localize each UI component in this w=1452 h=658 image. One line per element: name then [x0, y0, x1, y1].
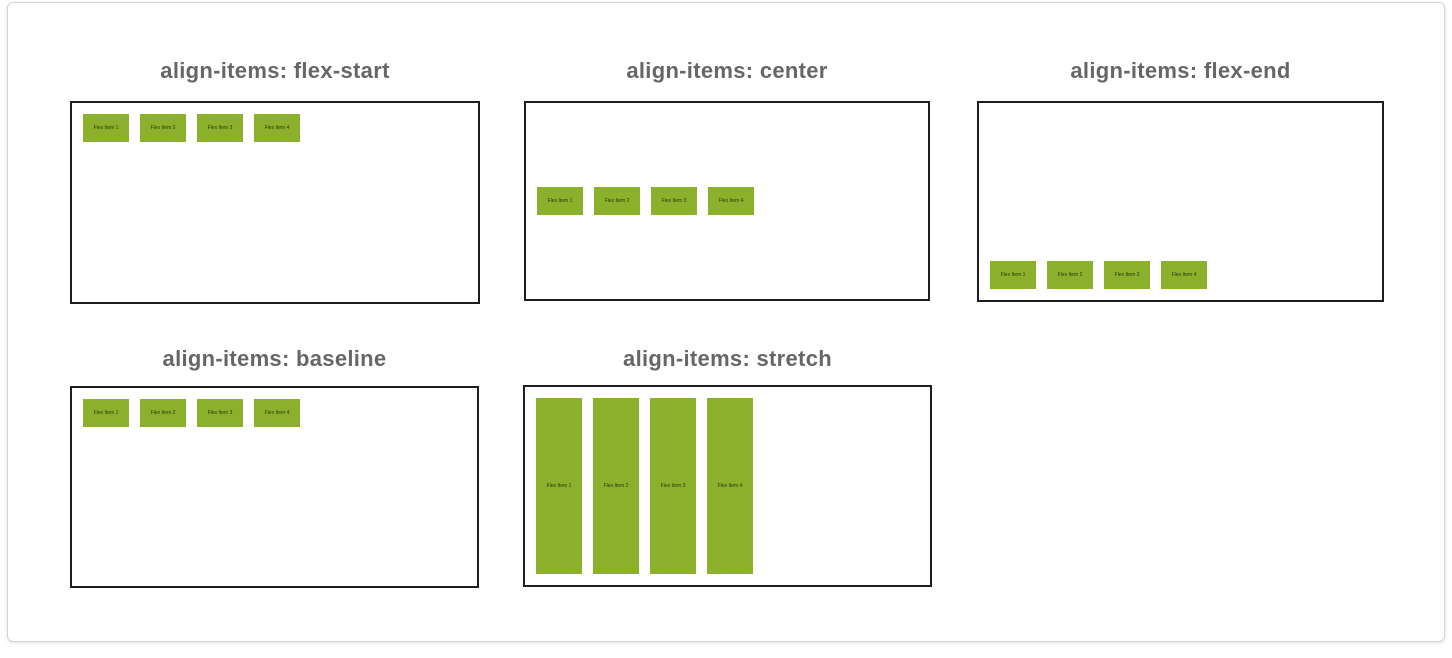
flex-item: Flex Item 1: [83, 114, 129, 142]
flex-item: Flex Item 1: [537, 187, 583, 215]
panel-title-stretch: align-items: stretch: [623, 346, 832, 371]
flex-item: Flex Item 2: [594, 187, 640, 215]
demo-box-flex-start: Flex Item 1 Flex Item 2 Flex Item 3 Flex…: [70, 101, 480, 304]
flex-item: Flex Item 3: [197, 399, 243, 427]
flex-item: Flex Item 2: [140, 114, 186, 142]
flex-item: Flex Item 4: [1161, 261, 1207, 289]
flex-item: Flex Item 4: [708, 187, 754, 215]
flex-item: Flex Item 2: [140, 399, 186, 427]
flex-item: Flex Item 3: [651, 187, 697, 215]
flex-item: Flex Item 3: [1104, 261, 1150, 289]
panel-title-baseline: align-items: baseline: [162, 346, 387, 371]
flex-item: Flex Item 4: [707, 398, 753, 574]
demo-box-flex-end: Flex Item 1 Flex Item 2 Flex Item 3 Flex…: [977, 101, 1384, 302]
flex-item: Flex Item 3: [197, 114, 243, 142]
flex-item: Flex Item 4: [254, 114, 300, 142]
flex-item: Flex Item 1: [990, 261, 1036, 289]
demo-box-stretch: Flex Item 1 Flex Item 2 Flex Item 3 Flex…: [523, 385, 932, 587]
panel-title-flex-start: align-items: flex-start: [160, 58, 390, 83]
flex-item: Flex Item 1: [83, 399, 129, 427]
panel-title-center: align-items: center: [626, 58, 828, 83]
flex-item: Flex Item 1: [536, 398, 582, 574]
flex-item: Flex Item 3: [650, 398, 696, 574]
flex-item: Flex Item 2: [1047, 261, 1093, 289]
flex-item: Flex Item 4: [254, 399, 300, 427]
panel-title-flex-end: align-items: flex-end: [1070, 58, 1291, 83]
demo-box-baseline: Flex Item 1 Flex Item 2 Flex Item 3 Flex…: [70, 386, 479, 588]
flex-item: Flex Item 2: [593, 398, 639, 574]
demo-box-center: Flex Item 1 Flex Item 2 Flex Item 3 Flex…: [524, 101, 930, 301]
